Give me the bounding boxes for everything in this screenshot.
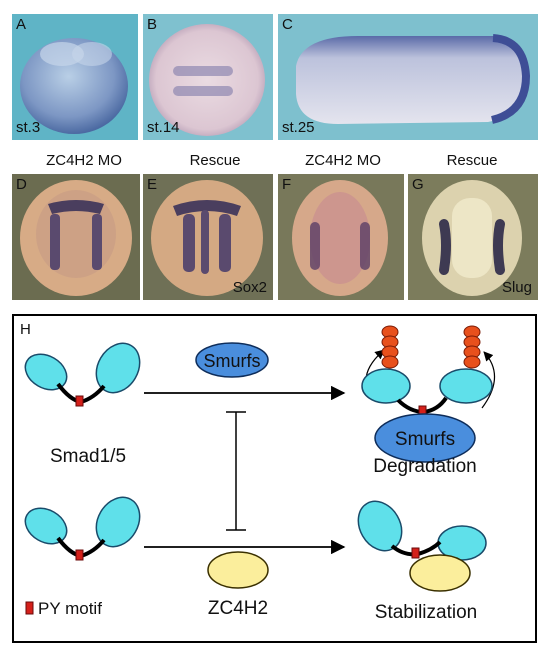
smurfs-top-shape (195, 342, 269, 378)
ubiquitin-chain-left-icon (381, 325, 399, 369)
caption-f: ZC4H2 MO (305, 152, 381, 169)
caption-g: Rescue (446, 152, 498, 169)
embryo-st3-image (20, 38, 128, 134)
stabilization-label: Stabilization (375, 602, 477, 623)
panel-label: G (412, 176, 424, 193)
stabilization-complex (357, 500, 487, 592)
legend-py-motif-icon (25, 601, 34, 615)
smad-protein-top (24, 342, 141, 407)
embryo-st14-image (149, 24, 265, 136)
panel-d: D (12, 174, 140, 300)
panel-label: B (147, 16, 158, 33)
stage-label: st.25 (282, 119, 315, 136)
panel-h-diagram: H Smad1/5 Smurfs (12, 314, 537, 643)
panel-a: A st.3 (12, 14, 138, 140)
py-motif-icon (75, 395, 84, 407)
panel-c: C st.25 (278, 14, 538, 140)
panel-label: A (16, 16, 27, 33)
panel-f: F (278, 174, 404, 300)
smurfs-complex-label: Smurfs (395, 429, 455, 450)
panel-label: F (282, 176, 292, 193)
embryo-sox2-rescue-image (151, 180, 263, 296)
stage-label: st.3 (16, 119, 41, 136)
embryo-st25-image (296, 34, 531, 124)
panel-b: B st.14 (143, 14, 273, 140)
ubiquitin-chain-right-icon (463, 325, 481, 369)
panel-label: H (20, 321, 31, 338)
caption-e: Rescue (189, 152, 241, 169)
degradation-complex (361, 325, 496, 463)
marker-label: Sox2 (232, 279, 267, 296)
panel-g: G Slug (408, 174, 538, 300)
smad-protein-bottom (24, 496, 141, 561)
stage-label: st.14 (147, 119, 180, 136)
panel-label: D (16, 176, 27, 193)
legend-label: PY motif (38, 599, 102, 618)
panel-label: C (282, 16, 293, 33)
marker-label: Slug (501, 279, 532, 296)
embryo-slug-mo-image (292, 180, 388, 296)
panel-e: E Sox2 (143, 174, 273, 300)
zc4h2-shape (207, 551, 269, 589)
smad-regulation-diagram: H Smad1/5 Smurfs (20, 321, 496, 623)
panel-label: E (147, 176, 158, 193)
caption-d: ZC4H2 MO (46, 152, 122, 169)
smurfs-top-label: Smurfs (203, 351, 260, 371)
degradation-label: Degradation (373, 456, 477, 477)
smad-label: Smad1/5 (50, 446, 126, 467)
zc4h2-label: ZC4H2 (208, 598, 268, 619)
embryo-sox2-mo-image (20, 180, 132, 296)
embryo-slug-rescue-image (422, 180, 522, 296)
